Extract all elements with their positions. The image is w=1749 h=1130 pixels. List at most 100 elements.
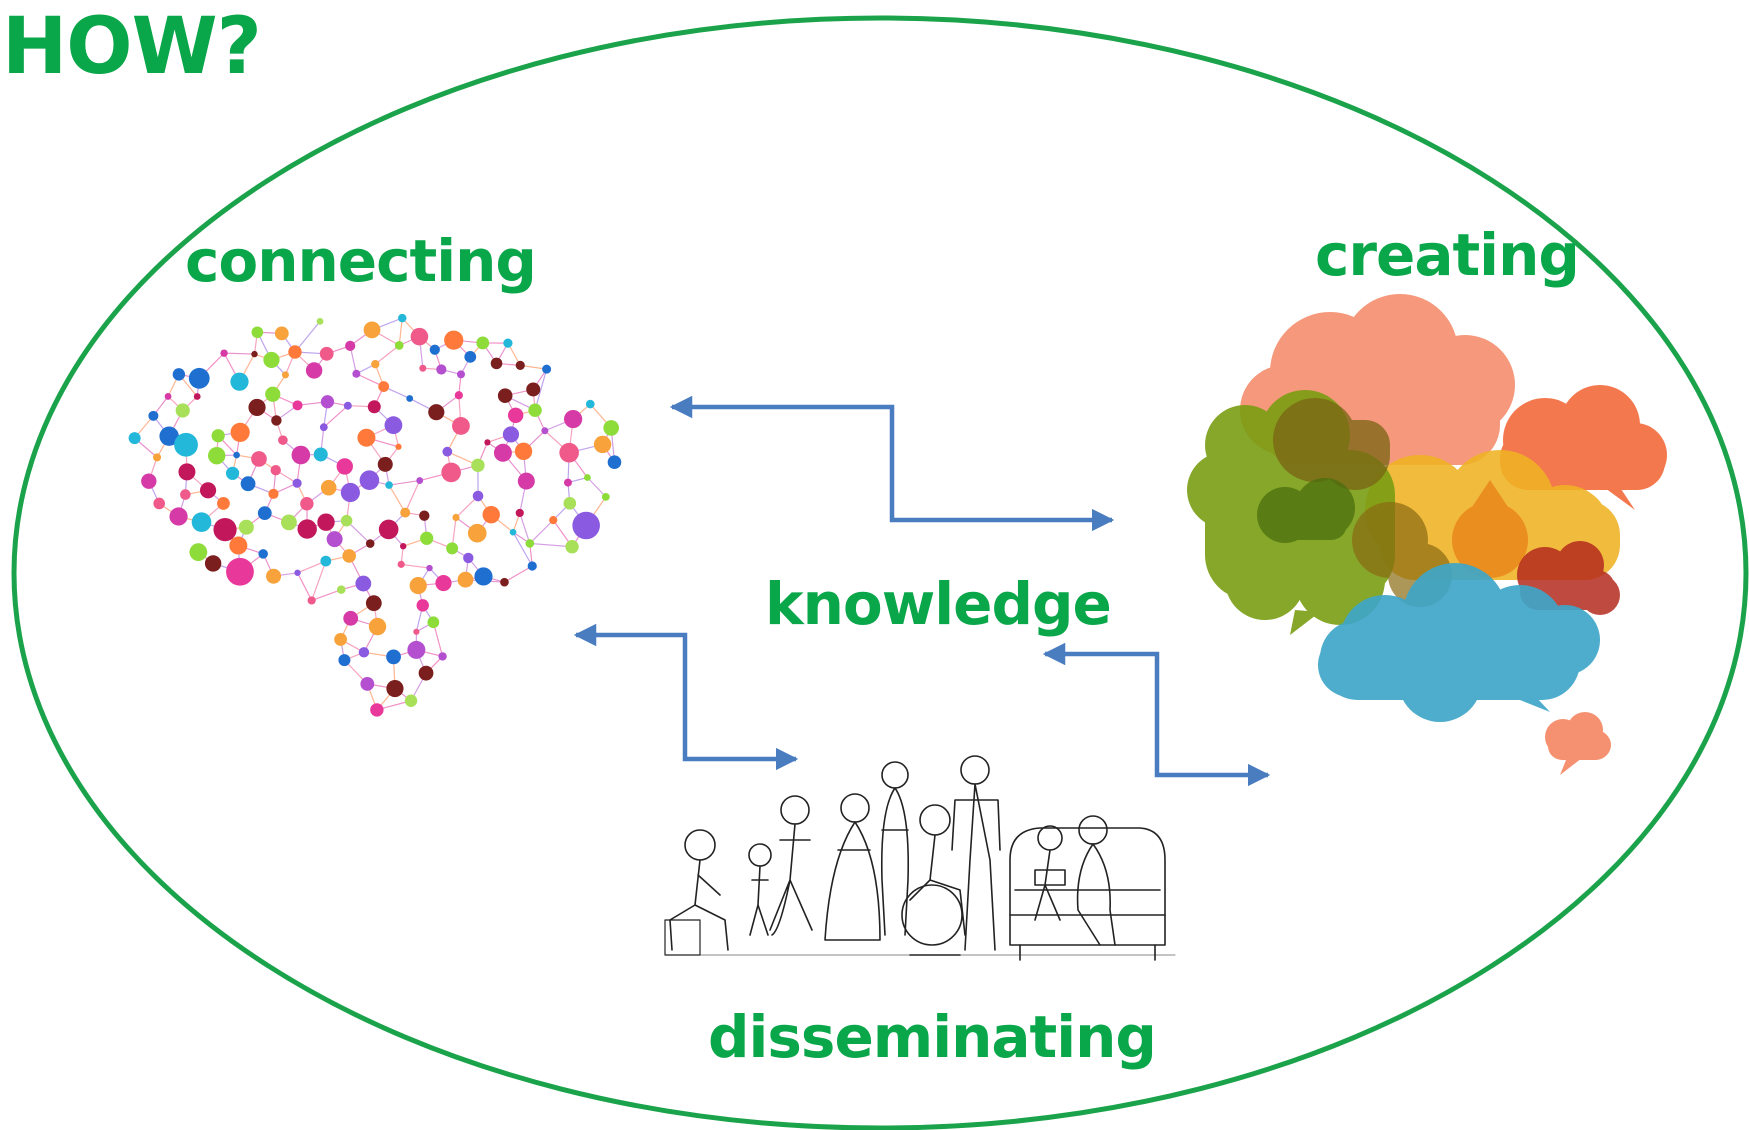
brain-node xyxy=(225,466,240,480)
brain-node xyxy=(593,435,612,454)
brain-node xyxy=(444,330,464,350)
brain-node xyxy=(464,350,477,363)
brain-link xyxy=(529,519,554,544)
brain-node xyxy=(428,404,445,421)
brain-node xyxy=(515,508,524,518)
brain-node xyxy=(416,477,424,484)
arrows xyxy=(573,395,1271,787)
brain-node xyxy=(542,364,552,374)
brain-node xyxy=(363,321,381,339)
brain-link xyxy=(519,512,531,544)
brain-node xyxy=(474,567,493,586)
brain-node xyxy=(271,415,282,426)
brain-node xyxy=(230,422,250,442)
brain-node xyxy=(359,470,380,490)
brain-link xyxy=(529,542,573,548)
brain-node xyxy=(226,557,254,586)
brain-node xyxy=(400,507,411,518)
brain-node xyxy=(360,677,375,691)
brain-node xyxy=(189,543,208,562)
brain-node xyxy=(585,399,595,409)
brain-node xyxy=(601,492,610,501)
brain-node xyxy=(365,595,382,612)
brain-node xyxy=(395,443,402,450)
brain-node xyxy=(191,512,212,532)
brain-node xyxy=(128,432,141,445)
brain-node xyxy=(413,628,420,635)
brain-node xyxy=(355,575,372,592)
brain-node xyxy=(406,395,414,402)
brain-link xyxy=(404,480,421,513)
brain-node xyxy=(426,564,433,572)
brain-node xyxy=(238,519,254,535)
brain-node xyxy=(435,574,452,592)
brain-node xyxy=(193,393,201,400)
brain-node xyxy=(217,497,230,510)
brain-node xyxy=(211,429,225,443)
brain-node xyxy=(509,528,517,536)
brain-node xyxy=(358,647,370,658)
brain-node xyxy=(385,481,393,489)
brain-node xyxy=(370,703,384,717)
brain-link xyxy=(311,589,342,602)
label-disseminating: disseminating xyxy=(708,1003,1157,1071)
brain-node xyxy=(441,462,461,483)
brain-link xyxy=(388,479,420,486)
brain-node xyxy=(172,368,186,381)
brain-node xyxy=(497,388,513,403)
brain-link xyxy=(398,318,403,346)
brain-node xyxy=(386,679,404,698)
label-creating: creating xyxy=(1315,221,1580,289)
brain-link xyxy=(296,572,313,601)
brain-node xyxy=(233,451,240,459)
brain-node xyxy=(541,427,549,435)
brain-node xyxy=(515,360,525,370)
brain-link xyxy=(311,560,327,601)
brain-link xyxy=(323,405,349,428)
brain-node xyxy=(169,507,188,526)
brain-node xyxy=(281,371,289,379)
brain-node xyxy=(549,516,558,525)
brain-node xyxy=(377,456,393,472)
brain-node xyxy=(153,453,162,462)
brain-node xyxy=(320,555,332,567)
brain-node xyxy=(300,497,314,511)
brain-node xyxy=(248,398,266,417)
brain-node xyxy=(320,395,335,409)
brain-node xyxy=(452,417,470,435)
brain-node xyxy=(159,426,179,446)
brain-node xyxy=(467,523,487,543)
brain-node xyxy=(463,552,474,564)
brain-node xyxy=(500,577,509,587)
brain-node xyxy=(357,428,376,447)
brain-node xyxy=(386,649,401,665)
brain-node xyxy=(407,640,426,659)
brain-node xyxy=(257,506,272,520)
brain-node xyxy=(526,382,541,397)
brain-node xyxy=(502,426,520,443)
brain-node xyxy=(297,519,317,539)
brain-node xyxy=(565,540,579,554)
brain-node xyxy=(343,401,352,410)
brain-node xyxy=(410,327,429,346)
brain-node xyxy=(178,463,196,481)
outer-ellipse xyxy=(11,15,1749,1130)
brain-node xyxy=(418,665,434,681)
brain-node xyxy=(427,616,440,629)
brain-node xyxy=(368,617,387,636)
brain-node xyxy=(472,490,484,502)
brain-node xyxy=(456,370,465,379)
brain-node xyxy=(454,391,463,400)
brain-node xyxy=(274,326,289,341)
brain-node xyxy=(476,336,490,350)
brain-node xyxy=(292,400,303,411)
brain-node xyxy=(507,407,524,424)
brain-node xyxy=(563,497,577,510)
brain-link xyxy=(534,368,548,411)
brain-node xyxy=(394,340,404,350)
page-title: HOW? xyxy=(2,2,262,92)
label-connecting: connecting xyxy=(185,227,537,295)
brain-node xyxy=(436,364,447,375)
brain-node xyxy=(528,403,542,417)
